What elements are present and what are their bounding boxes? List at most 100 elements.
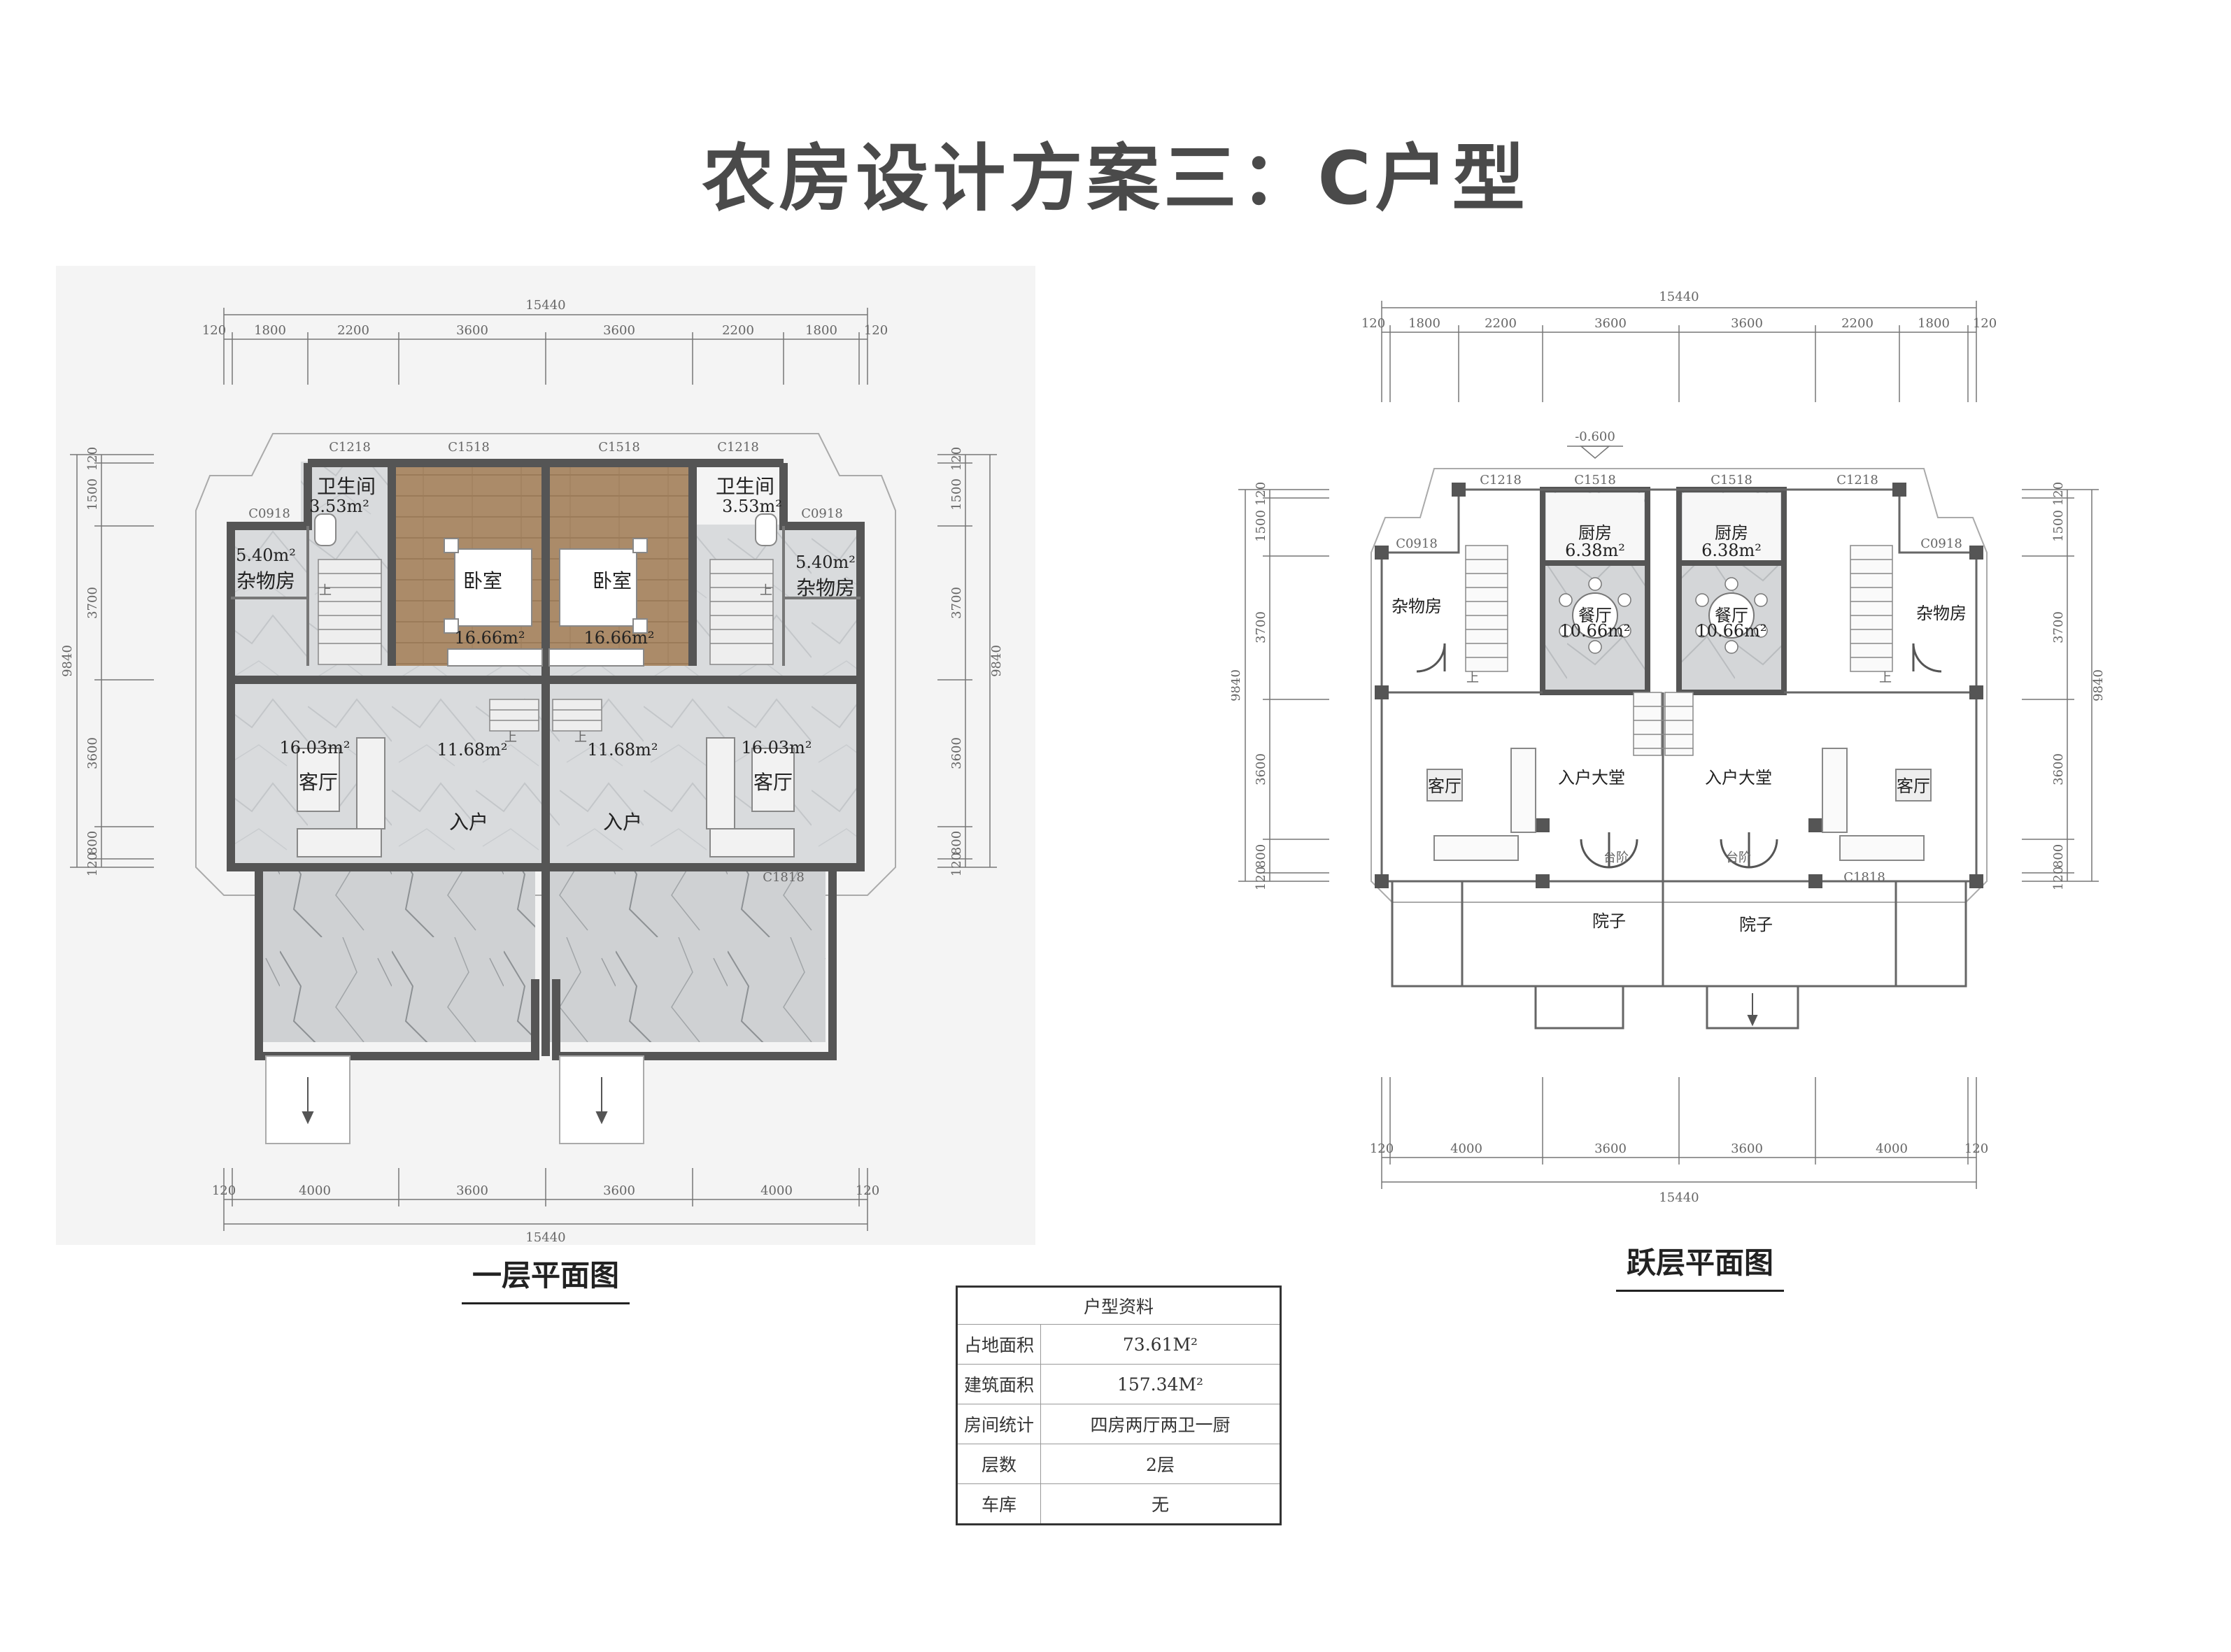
- up-dim-top-4: 3600: [1594, 316, 1627, 331]
- up-dim-left-1: 120: [1254, 482, 1268, 506]
- dim-left-2: 1500: [85, 478, 100, 511]
- dim-right-2: 1500: [949, 478, 964, 511]
- room-kitchen-right: 厨房: [1715, 523, 1748, 543]
- dim-top-5: 3600: [603, 323, 635, 338]
- room-living-left-area: 16.03m²: [279, 738, 350, 757]
- dim-right-1: 120: [949, 447, 964, 471]
- info-value: 2层: [1040, 1444, 1281, 1484]
- up-dim-top-3: 2200: [1485, 316, 1517, 331]
- up-mark-a: 上: [1466, 671, 1479, 685]
- up-dim-bottom-3: 3600: [1594, 1141, 1627, 1156]
- up-mark-2: 上: [760, 583, 772, 598]
- up-dim-left-5: 800: [1254, 844, 1268, 868]
- level-triangle: [1579, 446, 1611, 459]
- room-kitchen-left-area: 6.38m²: [1565, 541, 1625, 560]
- room-entry-left: 入户: [449, 811, 488, 834]
- ground-floor-drawing: 15440 120 1800 2200 3600 3600 2200 1800 …: [56, 266, 1035, 1245]
- window-c1518-right: C1518: [598, 440, 640, 455]
- dim-bottom-5: 4000: [760, 1183, 793, 1198]
- sofa-right: [706, 737, 795, 857]
- room-up-living-left: 客厅: [1428, 776, 1461, 796]
- up-stairs-left: [1465, 545, 1508, 672]
- up-window-c1818: C1818: [1843, 870, 1885, 885]
- info-label: 建筑面积: [956, 1364, 1041, 1404]
- room-living-right-area: 16.03m²: [741, 738, 812, 757]
- toilet-left: [314, 513, 337, 546]
- dining-table-left: [1559, 577, 1631, 654]
- up-mark-b: 上: [1879, 671, 1892, 685]
- bed-right: [559, 538, 648, 634]
- window-c0918-right: C0918: [801, 506, 843, 521]
- room-entry-right: 入户: [603, 811, 642, 834]
- up-dim-left-4: 3600: [1254, 753, 1268, 785]
- room-step-right: 台阶: [1726, 850, 1751, 865]
- room-up-store-left: 杂物房: [1391, 597, 1442, 616]
- up-window-c1518-left: C1518: [1574, 473, 1616, 487]
- up-dim-bottom-6: 120: [1964, 1141, 1988, 1156]
- room-living-left: 客厅: [299, 771, 338, 794]
- room-bed-right: 卧室: [593, 569, 632, 592]
- up-window-c1218-left: C1218: [1480, 473, 1522, 487]
- dim-bottom-4: 3600: [603, 1183, 635, 1198]
- tv-stand-right: [1895, 769, 1932, 802]
- up-dim-bottom-1: 120: [1370, 1141, 1394, 1156]
- up-dim-right-total: 9840: [2091, 669, 2106, 702]
- up-dim-top-1: 120: [1361, 316, 1385, 331]
- room-bed-right-area: 16.66m²: [583, 628, 654, 648]
- dim-bottom-3: 3600: [456, 1183, 488, 1198]
- upper-floor-caption: 跃层平面图: [1616, 1239, 1784, 1292]
- dim-top-4: 3600: [456, 323, 488, 338]
- dim-left-total: 9840: [60, 645, 75, 677]
- room-store-right-area: 5.40m²: [795, 553, 856, 572]
- window-c1218-right: C1218: [717, 440, 759, 455]
- porch-left-floor: [259, 871, 535, 1042]
- up-dim-top-5: 3600: [1731, 316, 1763, 331]
- up-dim-right-2: 1500: [2051, 510, 2066, 542]
- dim-right-4: 3600: [949, 737, 964, 769]
- ground-floor-caption-underline: [462, 1302, 630, 1304]
- info-label: 房间统计: [956, 1404, 1041, 1444]
- room-store-left-area: 5.40m²: [236, 546, 296, 565]
- room-dining-right-area: 10.66m²: [1696, 621, 1766, 641]
- sofa-left: [297, 737, 385, 857]
- dim-top-8: 120: [864, 323, 888, 338]
- roof-outline: [195, 433, 896, 896]
- dim-left-3: 3700: [85, 587, 100, 619]
- stairs-right: [709, 559, 774, 665]
- up-mark-1: 上: [319, 583, 332, 598]
- up-dim-left-total: 9840: [1231, 669, 1243, 702]
- ground-floor-caption: 一层平面图: [462, 1252, 630, 1304]
- info-value: 无: [1040, 1483, 1281, 1525]
- info-label: 车库: [956, 1483, 1041, 1525]
- up-dim-right-3: 3700: [2051, 611, 2066, 643]
- up-dim-right-5: 800: [2051, 844, 2066, 868]
- room-bed-left: 卧室: [463, 569, 502, 592]
- up-dim-left-2: 1500: [1254, 510, 1268, 542]
- room-up-store-right: 杂物房: [1916, 604, 1967, 623]
- up-dim-bottom-2: 4000: [1450, 1141, 1482, 1156]
- dining-table-right: [1695, 577, 1768, 654]
- dim-top-total: 15440: [525, 298, 565, 313]
- up-sofa-left: [1433, 748, 1536, 861]
- room-bath-right: 卫生间: [716, 475, 774, 498]
- up-dim-left-6: 120: [1254, 867, 1268, 890]
- up-dim-left-3: 3700: [1254, 611, 1268, 643]
- info-value: 157.34M²: [1040, 1364, 1281, 1404]
- up-dim-right-1: 120: [2051, 482, 2066, 506]
- info-row: 车库无: [956, 1483, 1281, 1525]
- window-c1818: C1818: [763, 870, 805, 885]
- window-c1218-left: C1218: [329, 440, 371, 455]
- dim-top-6: 2200: [722, 323, 754, 338]
- toilet-right: [755, 513, 777, 546]
- dim-top-2: 1800: [254, 323, 286, 338]
- room-kitchen-left: 厨房: [1578, 523, 1612, 543]
- stairs-left: [318, 559, 382, 665]
- up-sofa-right: [1822, 748, 1925, 861]
- bed-left: [444, 538, 532, 634]
- dim-left-6: 120: [85, 853, 100, 876]
- up-dim-top-6: 2200: [1841, 316, 1874, 331]
- dim-left-4: 3600: [85, 737, 100, 769]
- dim-right-3: 3700: [949, 587, 964, 619]
